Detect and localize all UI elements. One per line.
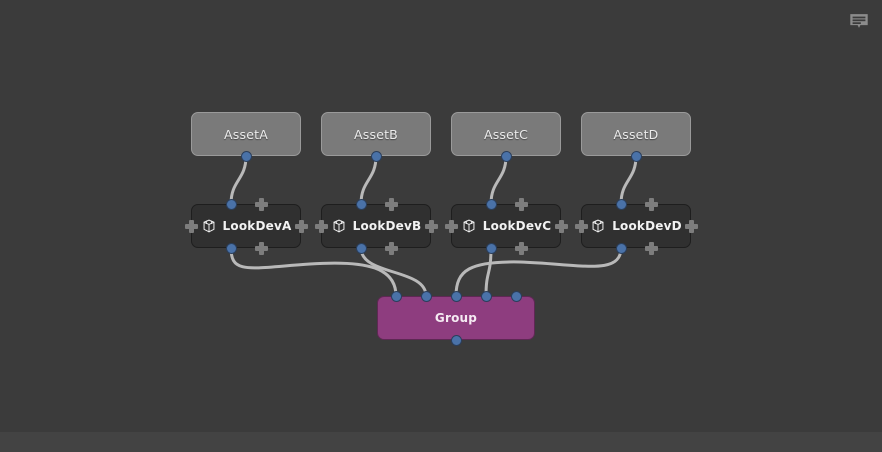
node-asset-a[interactable]: AssetA [191,112,301,156]
port-lookdev-d-input[interactable] [615,198,627,210]
node-lookdev-b[interactable]: LookDevB [321,204,431,248]
port-asset-c-output[interactable] [500,150,512,162]
add-port-lookdev-d-left[interactable] [574,219,588,233]
add-port-lookdev-c-right[interactable] [554,219,568,233]
comment-bubble-icon[interactable] [846,8,872,34]
add-port-lookdev-d-right[interactable] [684,219,698,233]
node-label: AssetC [483,126,529,142]
port-lookdev-c-output[interactable] [485,242,497,254]
node-lookdev-a[interactable]: LookDevA [191,204,301,248]
add-port-lookdev-a-bottom[interactable] [254,241,268,255]
port-group-input-2[interactable] [420,290,432,302]
port-asset-d-output[interactable] [630,150,642,162]
port-lookdev-a-input[interactable] [225,198,237,210]
node-group[interactable]: Group [377,296,535,340]
cube-icon [333,219,345,233]
port-asset-b-output[interactable] [370,150,382,162]
node-label: AssetB [354,126,398,142]
node-lookdev-c[interactable]: LookDevC [451,204,561,248]
node-asset-d[interactable]: AssetD [581,112,691,156]
port-lookdev-b-input[interactable] [355,198,367,210]
add-port-lookdev-b-right[interactable] [424,219,438,233]
port-asset-a-output[interactable] [240,150,252,162]
port-lookdev-c-input[interactable] [485,198,497,210]
add-port-lookdev-d-top[interactable] [644,197,658,211]
node-label: Group [434,311,478,325]
add-port-lookdev-c-bottom[interactable] [514,241,528,255]
node-label: LookDevC [482,219,552,233]
node-asset-b[interactable]: AssetB [321,112,431,156]
port-lookdev-a-output[interactable] [225,242,237,254]
cube-icon [592,219,604,233]
port-group-input-3[interactable] [450,290,462,302]
cube-icon [203,219,214,233]
add-port-lookdev-a-left[interactable] [184,219,198,233]
node-label: AssetA [224,126,268,142]
add-port-lookdev-b-left[interactable] [314,219,328,233]
add-port-lookdev-c-left[interactable] [444,219,458,233]
add-port-lookdev-d-bottom[interactable] [644,241,658,255]
add-port-lookdev-b-top[interactable] [384,197,398,211]
port-group-input-1[interactable] [390,290,402,302]
node-label: AssetD [613,126,659,142]
add-port-lookdev-a-top[interactable] [254,197,268,211]
port-lookdev-d-output[interactable] [615,242,627,254]
port-group-input-5[interactable] [510,290,522,302]
node-lookdev-d[interactable]: LookDevD [581,204,691,248]
port-group-output[interactable] [450,334,462,346]
add-port-lookdev-c-top[interactable] [514,197,528,211]
cube-icon [463,219,475,233]
node-label: LookDevA [222,219,292,233]
status-bar [0,432,882,452]
add-port-lookdev-b-bottom[interactable] [384,241,398,255]
node-asset-c[interactable]: AssetC [451,112,561,156]
add-port-lookdev-a-right[interactable] [294,219,308,233]
node-label: LookDevB [352,219,422,233]
node-label: LookDevD [612,219,682,233]
port-group-input-4[interactable] [480,290,492,302]
port-lookdev-b-output[interactable] [355,242,367,254]
comment-bubble-glyph [850,14,868,28]
